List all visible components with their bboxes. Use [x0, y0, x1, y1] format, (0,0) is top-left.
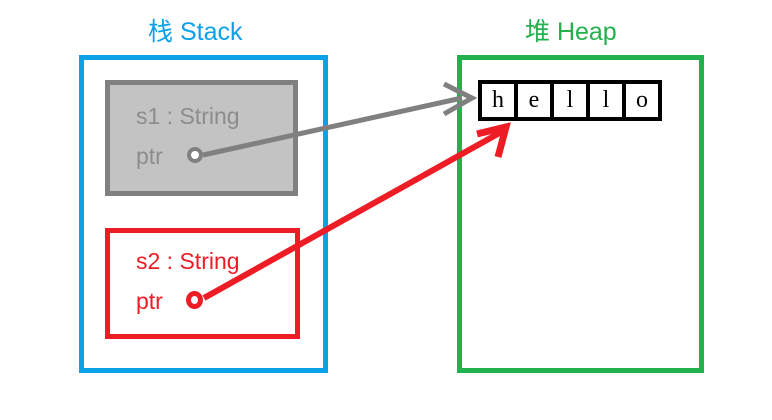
pointer-dot-s2 — [186, 291, 203, 309]
stack-region-title: 栈 Stack — [148, 18, 243, 46]
heap-cell: e — [514, 80, 554, 121]
heap-cell: l — [586, 80, 626, 121]
heap-region-title: 堆 Heap — [525, 18, 617, 46]
variable-ptr-label-s1: ptr — [136, 143, 163, 169]
heap-cell: l — [550, 80, 590, 121]
heap-cell: h — [478, 80, 518, 121]
heap-cell: o — [622, 80, 662, 121]
variable-box-s2: s2 : String ptr — [105, 228, 300, 339]
variable-ptr-label-s2: ptr — [136, 288, 163, 314]
pointer-dot-s1 — [187, 147, 203, 163]
variable-box-s1: s1 : String ptr — [105, 80, 298, 196]
variable-title-s1: s1 : String — [136, 103, 240, 129]
variable-title-s2: s2 : String — [136, 248, 240, 274]
